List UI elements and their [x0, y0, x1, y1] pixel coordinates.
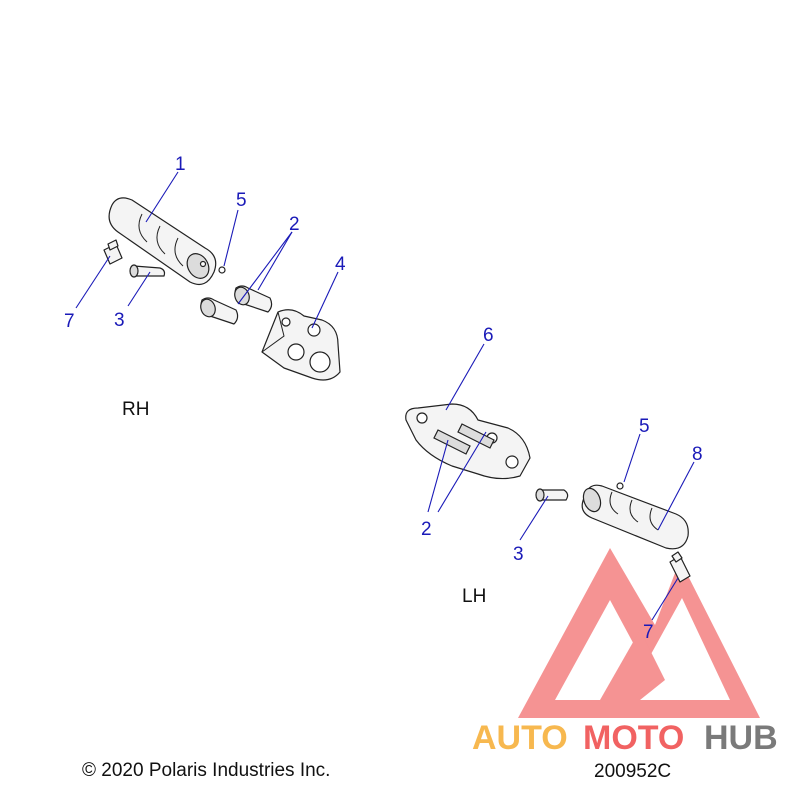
lh-pin — [535, 488, 569, 502]
lh-footpeg — [581, 484, 689, 550]
watermark-logo-icon — [518, 548, 760, 718]
lh-bracket — [405, 403, 531, 480]
leader-lines — [75, 171, 695, 621]
callout-lh-clip: 5 — [639, 416, 650, 437]
label-rh: RH — [122, 399, 149, 420]
callout-lh-grease-fitting: 7 — [643, 622, 654, 643]
rh-pin — [129, 264, 166, 278]
callout-rh-pin: 3 — [114, 310, 125, 331]
lh-clip — [616, 482, 624, 490]
rh-bolt-lower — [200, 297, 239, 325]
callout-rh-grease-fitting: 7 — [64, 311, 75, 332]
callout-rh-clip: 5 — [236, 190, 247, 211]
figure-number: 200952C — [594, 761, 671, 782]
callout-rh-footpeg: 1 — [175, 154, 186, 175]
copyright-text: © 2020 Polaris Industries Inc. — [82, 760, 330, 781]
callout-lh-pin: 3 — [513, 544, 524, 565]
rh-bracket — [261, 309, 341, 381]
callout-lh-bracket: 6 — [483, 325, 494, 346]
rh-footpeg — [108, 197, 217, 285]
watermark-word-auto: AUTO — [472, 719, 568, 757]
rh-clip — [218, 266, 226, 274]
callout-rh-bolts: 2 — [289, 214, 300, 235]
watermark-wordmark: AUTO MOTO HUB — [472, 719, 778, 757]
automotohub-watermark — [518, 548, 760, 718]
rh-bolt-upper — [234, 285, 273, 313]
watermark-word-hub: HUB — [704, 719, 778, 757]
callout-rh-bracket: 4 — [335, 254, 346, 275]
watermark-word-moto: MOTO — [583, 719, 684, 757]
label-lh: LH — [462, 586, 486, 607]
callout-lh-footpeg: 8 — [692, 444, 703, 465]
callout-lh-bolts: 2 — [421, 519, 432, 540]
lh-grease-fitting — [669, 551, 691, 583]
